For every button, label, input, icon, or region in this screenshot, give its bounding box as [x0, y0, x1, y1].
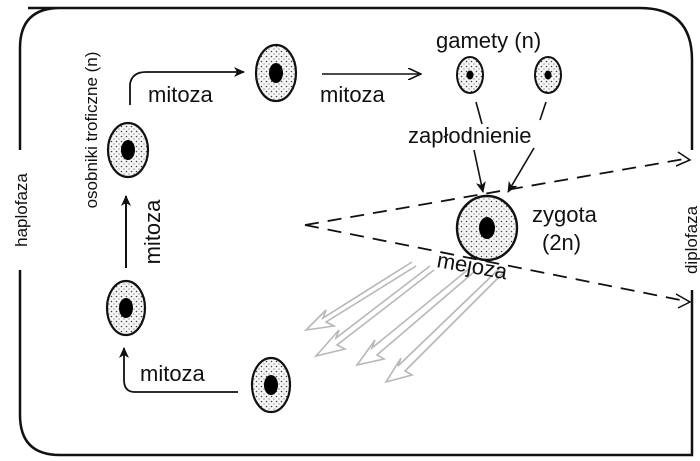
diplophase-boundary-lower [304, 224, 691, 303]
cell-zygote [455, 194, 519, 262]
arrow-fertilization-1 [475, 101, 483, 125]
diplophase-label: diplofaza [682, 205, 700, 274]
cell-trophic-top [254, 43, 298, 103]
cell-trophic-left-upper [106, 121, 150, 179]
arrow-mitosis-bottom [119, 347, 238, 393]
haplophase-label-bg [5, 150, 35, 270]
arrow-fertilization-2 [539, 101, 547, 121]
arrow-mitosis-left-to-top [129, 67, 245, 105]
mitosis-label-vertical: mitoza [140, 199, 165, 265]
arrow-fertilization-2b [507, 147, 535, 193]
zygote-ploidy-label: (2n) [542, 230, 581, 255]
meiosis-arrows [303, 261, 505, 384]
diplophase-label-bg [681, 150, 700, 290]
cell-gamete-2 [534, 56, 562, 94]
trophic-individuals-label: osobniki troficzne (n) [82, 52, 101, 209]
haplophase-frame [18, 6, 694, 457]
diplophase-boundary-upper [304, 157, 691, 226]
zygote-label: zygota [532, 202, 598, 227]
fertilization-label: zapłodnienie [408, 123, 532, 148]
arrow-fertilization-1b [473, 149, 486, 193]
haplophase-label: haplofaza [12, 173, 31, 247]
cell-trophic-bottom [250, 356, 292, 414]
cell-gamete-1 [456, 56, 484, 94]
diplophase-arrow-head-bottom [675, 293, 692, 309]
mitosis-label-top-right: mitoza [320, 82, 386, 107]
gametes-label: gamety (n) [436, 28, 541, 53]
mitosis-label-bottom: mitoza [140, 361, 206, 386]
mitosis-label-top-left: mitoza [148, 82, 214, 107]
diplophase-arrow-head-top [675, 151, 692, 167]
cell-trophic-left-lower [105, 279, 147, 337]
